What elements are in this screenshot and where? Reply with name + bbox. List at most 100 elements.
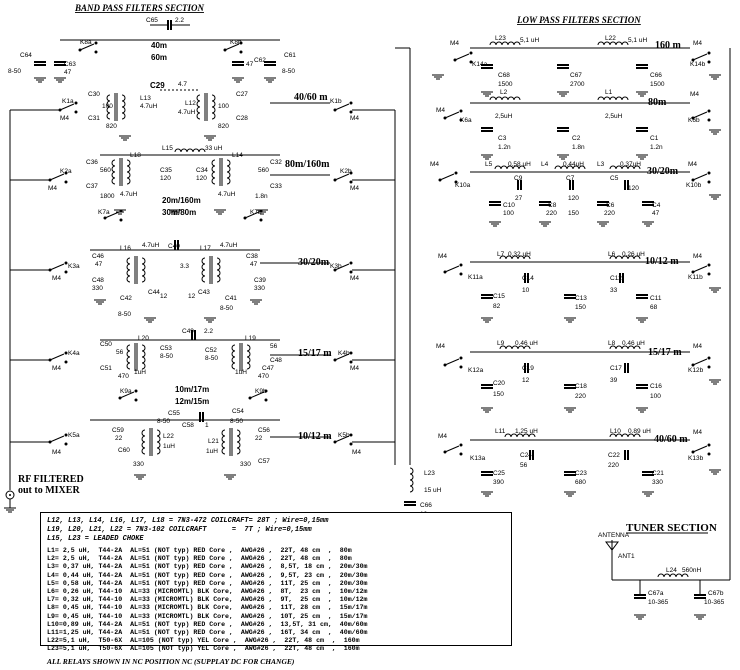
coil-spec-row: L23=5,1 uH, T50-6X AL=105 (NOT typ) YEL … (47, 645, 360, 653)
svg-text:1500: 1500 (650, 81, 665, 88)
svg-text:47: 47 (652, 210, 660, 217)
lpf-band-160: 160 m (655, 40, 682, 51)
svg-text:470: 470 (258, 373, 269, 380)
svg-text:M4: M4 (350, 185, 359, 192)
svg-text:C33: C33 (270, 183, 282, 190)
svg-text:M4: M4 (350, 115, 359, 122)
bpf-band-80-160: 80m/160m (285, 159, 330, 170)
svg-text:M4: M4 (690, 91, 699, 98)
svg-text:M4: M4 (450, 40, 459, 47)
svg-text:68: 68 (650, 304, 658, 311)
svg-text:M4: M4 (430, 161, 439, 168)
lpf-band-40-60: 40/60 m (654, 434, 688, 445)
svg-text:K8a: K8a (80, 39, 92, 46)
svg-text:330: 330 (652, 479, 663, 486)
svg-text:22: 22 (255, 435, 263, 442)
svg-text:56: 56 (520, 462, 528, 469)
svg-text:C43: C43 (198, 289, 210, 296)
svg-text:C35: C35 (160, 167, 172, 174)
svg-text:C11: C11 (650, 295, 662, 302)
svg-text:47: 47 (250, 261, 258, 268)
antenna-icon (605, 541, 619, 551)
svg-text:150: 150 (568, 210, 579, 217)
svg-text:M4: M4 (52, 449, 61, 456)
svg-text:220: 220 (546, 210, 557, 217)
svg-text:220: 220 (608, 462, 619, 469)
svg-text:C66: C66 (650, 72, 662, 79)
svg-text:5,1 uH: 5,1 uH (628, 37, 647, 44)
svg-text:L9: L9 (497, 340, 505, 347)
lpf-band-30-20: 30/20m (647, 166, 679, 177)
coil-spec-row: L2= 2,5 uH, T44-2A AL=51 (NOT typ) RED C… (47, 555, 352, 563)
svg-text:27: 27 (515, 195, 523, 202)
svg-text:12: 12 (188, 293, 196, 300)
svg-text:L18: L18 (130, 152, 141, 159)
svg-text:220: 220 (604, 210, 615, 217)
svg-text:K11b: K11b (688, 274, 703, 281)
svg-text:C20: C20 (493, 380, 505, 387)
svg-text:2,5uH: 2,5uH (605, 113, 623, 120)
tuner-section-title: TUNER SECTION (626, 522, 717, 534)
svg-text:10m/17m: 10m/17m (175, 385, 209, 394)
svg-text:C34: C34 (196, 167, 208, 174)
svg-text:C48: C48 (270, 357, 282, 364)
svg-text:L6: L6 (608, 251, 616, 258)
svg-text:C49: C49 (182, 328, 194, 335)
svg-text:8-50: 8-50 (160, 353, 173, 360)
svg-text:33 uH: 33 uH (205, 145, 223, 152)
svg-text:2.2: 2.2 (204, 328, 213, 335)
svg-text:C7: C7 (566, 175, 575, 182)
svg-text:C52: C52 (205, 347, 217, 354)
svg-text:100: 100 (650, 393, 661, 400)
svg-text:L19: L19 (245, 335, 256, 342)
svg-text:C56: C56 (258, 427, 270, 434)
svg-text:K6b: K6b (688, 117, 700, 124)
svg-text:1500: 1500 (498, 81, 513, 88)
bpf-band-10-12: 10/12 m (298, 431, 332, 442)
svg-text:C41: C41 (225, 295, 237, 302)
svg-text:C29: C29 (150, 81, 165, 90)
svg-text:56: 56 (116, 349, 124, 356)
svg-text:C39: C39 (254, 277, 266, 284)
svg-text:K14b: K14b (690, 61, 706, 68)
svg-text:8-50: 8-50 (157, 418, 170, 425)
svg-text:C3: C3 (498, 135, 507, 142)
svg-text:L7: L7 (497, 251, 505, 258)
svg-text:M4: M4 (52, 365, 61, 372)
svg-text:C1: C1 (650, 135, 659, 142)
svg-text:1: 1 (205, 422, 209, 429)
svg-text:K3b: K3b (330, 263, 342, 270)
svg-text:L20: L20 (138, 335, 149, 342)
svg-text:120: 120 (628, 185, 639, 192)
svg-text:C68: C68 (498, 72, 510, 79)
svg-text:C58: C58 (182, 422, 194, 429)
svg-text:12m/15m: 12m/15m (175, 397, 209, 406)
svg-text:K5a: K5a (68, 432, 80, 439)
svg-text:K2a: K2a (60, 168, 72, 175)
svg-text:0.46 uH: 0.46 uH (622, 340, 645, 347)
svg-text:1.8n: 1.8n (572, 144, 585, 151)
svg-text:390: 390 (493, 479, 504, 486)
svg-text:C28: C28 (236, 115, 248, 122)
svg-text:560nH: 560nH (682, 567, 701, 574)
svg-text:C18: C18 (575, 383, 587, 390)
svg-text:C30: C30 (88, 91, 100, 98)
svg-text:K13a: K13a (470, 455, 486, 462)
svg-text:1800: 1800 (100, 193, 115, 200)
svg-text:330: 330 (254, 285, 265, 292)
svg-text:1uH: 1uH (235, 369, 247, 376)
svg-text:2.2: 2.2 (175, 17, 184, 24)
svg-text:M4: M4 (350, 275, 359, 282)
svg-text:0.26 uH: 0.26 uH (622, 251, 645, 258)
coil-spec-row: L3= 0,37 uH, T44-2A AL=51 (NOT typ) RED … (47, 563, 368, 571)
lpf-band-10-12: 10/12 m (645, 256, 679, 267)
svg-text:C12: C12 (610, 275, 622, 282)
svg-text:C44: C44 (148, 289, 160, 296)
svg-text:30m/80m: 30m/80m (162, 208, 196, 217)
notes-header-3: L15, L23 = LEADED CHOKE (47, 535, 144, 543)
svg-text:8-50: 8-50 (8, 68, 21, 75)
coil-spec-row: L6= 0,26 uH, T44-10 AL=33 (MICROMTL) BLK… (47, 588, 368, 596)
svg-text:5,1 uH: 5,1 uH (520, 37, 539, 44)
svg-text:L16: L16 (120, 245, 131, 252)
lpf-band-15-17: 15/17 m (648, 347, 682, 358)
